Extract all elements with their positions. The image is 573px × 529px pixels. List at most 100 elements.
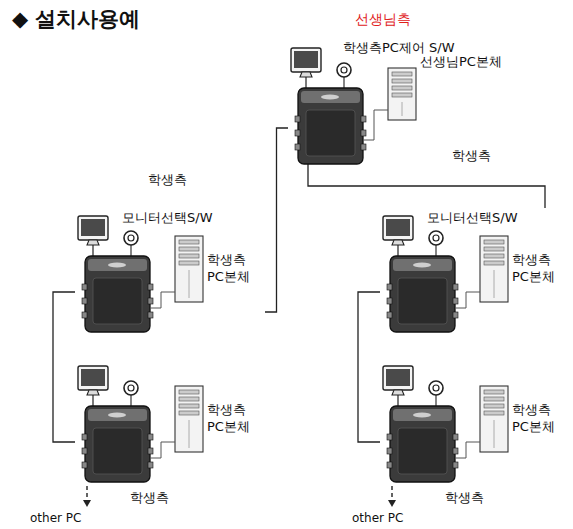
kvm-port	[295, 130, 300, 136]
drive-bay	[179, 404, 199, 408]
switch-button	[337, 63, 351, 77]
kvm-port	[295, 116, 300, 122]
pc-tower	[480, 386, 508, 452]
pc-label: 학생측 PC본체	[207, 252, 259, 286]
switch-ring	[337, 63, 351, 77]
switch-cable	[435, 395, 436, 406]
kvm-top	[88, 259, 147, 271]
tower-case	[480, 386, 508, 452]
station-unit: 학생측 PC본체	[380, 358, 568, 484]
side-label: 학생측	[130, 490, 169, 507]
tower-cable	[455, 292, 480, 308]
switch-core	[128, 385, 134, 391]
diagram-title: ◆ 설치사용예	[12, 6, 140, 33]
drive-bay	[179, 240, 199, 244]
station-illustration	[78, 216, 203, 332]
kvm-port	[361, 116, 366, 122]
other-pc-label: other PC	[30, 511, 81, 527]
kvm-port	[453, 312, 458, 318]
kvm-box	[387, 406, 458, 482]
kvm-port	[387, 284, 392, 290]
kvm-body	[390, 256, 455, 332]
kvm-port	[453, 298, 458, 304]
arrow-head	[83, 500, 91, 507]
switch-button	[124, 231, 138, 245]
kvm-port	[82, 298, 87, 304]
monitor-cable	[305, 77, 306, 88]
kvm-box	[387, 256, 458, 332]
monitor-case	[78, 366, 108, 390]
dashed-line	[391, 486, 392, 500]
pc-label: 선생님PC본체	[420, 54, 502, 71]
station-unit: 모니터선택S/W 학생측 PC본체	[380, 208, 568, 334]
kvm-port	[148, 462, 153, 468]
drive-bay	[484, 404, 504, 408]
tower-seam	[402, 102, 403, 116]
kvm-body	[85, 406, 150, 482]
station-illustration	[383, 216, 508, 332]
switch-core	[128, 235, 134, 241]
tower-case	[175, 386, 203, 452]
drive-bay	[179, 261, 199, 265]
switch-button	[429, 381, 443, 395]
kvm-port	[148, 312, 153, 318]
tower-seam	[189, 270, 190, 298]
monitor	[291, 48, 321, 77]
pc-tower	[175, 236, 203, 302]
cable	[308, 164, 545, 208]
kvm-body	[85, 256, 150, 332]
kvm-body	[390, 406, 455, 482]
kvm-port	[387, 312, 392, 318]
station-unit: 학생측PC제어 S/W선생님PC본체	[288, 40, 513, 164]
kvm-body	[298, 88, 363, 164]
dashed-line	[86, 486, 87, 500]
kvm-top	[301, 91, 360, 103]
drive-bay	[484, 254, 504, 258]
station-illustration	[291, 48, 416, 164]
kvm-panel	[306, 110, 355, 156]
tower-case	[175, 236, 203, 302]
switch-core	[433, 385, 439, 391]
kvm-port	[82, 448, 87, 454]
kvm-port	[453, 448, 458, 454]
kvm-port	[82, 462, 87, 468]
drive-bay	[392, 86, 412, 90]
tower-case	[480, 236, 508, 302]
kvm-port	[361, 144, 366, 150]
kvm-port	[387, 298, 392, 304]
kvm-port	[387, 448, 392, 454]
kvm-port	[453, 284, 458, 290]
switch-cable	[130, 245, 131, 256]
pc-label: 학생측 PC본체	[512, 252, 564, 286]
kvm-port	[148, 448, 153, 454]
kvm-panel	[93, 428, 142, 474]
monitor-cable	[92, 395, 93, 406]
monitor-stand	[300, 72, 312, 77]
kvm-top	[393, 259, 452, 271]
kvm-box	[82, 406, 153, 482]
kvm-box	[82, 256, 153, 332]
drive-bay	[392, 93, 412, 97]
monitor-screen	[386, 369, 410, 386]
cable	[265, 128, 288, 312]
monitor-stand	[392, 240, 404, 245]
side-label: 학생측	[445, 490, 484, 507]
drive-bay	[179, 397, 199, 401]
pc-tower	[175, 386, 203, 452]
kvm-box	[295, 88, 366, 164]
switch-ring	[429, 231, 443, 245]
monitor	[78, 366, 108, 395]
drive-bay	[392, 79, 412, 83]
kvm-emblem	[108, 413, 126, 418]
switch-ring	[429, 381, 443, 395]
software-label: 모니터선택S/W	[122, 210, 213, 227]
kvm-port	[453, 434, 458, 440]
switch-ring	[124, 381, 138, 395]
kvm-port	[361, 130, 366, 136]
arrow-head	[388, 500, 396, 507]
drive-bay	[484, 240, 504, 244]
monitor-case	[78, 216, 108, 240]
kvm-port	[148, 284, 153, 290]
software-label: 모니터선택S/W	[427, 210, 518, 227]
tower-cable	[363, 110, 388, 140]
